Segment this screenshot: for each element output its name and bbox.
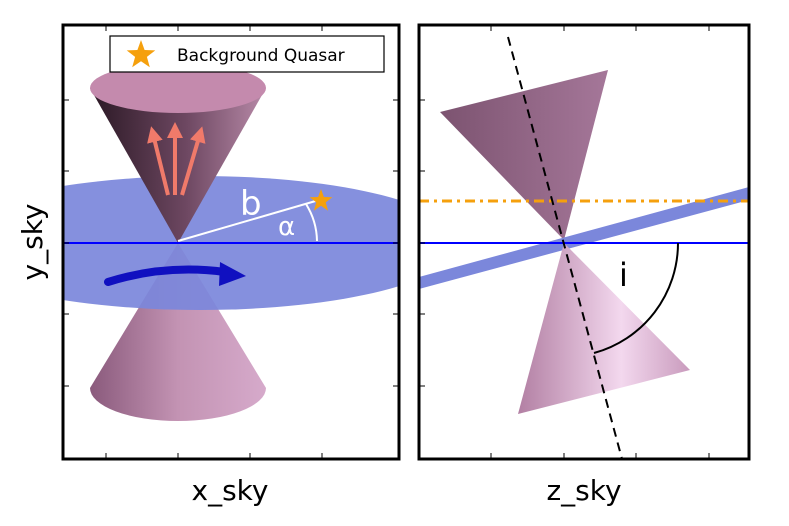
- outflow-arrows: [147, 122, 206, 196]
- legend: Background Quasar: [109, 35, 385, 73]
- upper-cone-side-view: [440, 70, 608, 240]
- legend-box: [109, 35, 385, 73]
- right-xlabel: z_sky: [546, 474, 621, 507]
- left-panel-ticks: [63, 25, 399, 459]
- lower-cone-side-view: [518, 243, 690, 414]
- symbol-i: i: [619, 256, 628, 294]
- impact-parameter-line: [177, 199, 320, 242]
- lower-cone: [90, 243, 266, 421]
- right-panel-ticks: [419, 25, 710, 459]
- rotation-arrow: [104, 265, 229, 286]
- legend-star-icon: [126, 40, 156, 68]
- left-ylabel: y_sky: [16, 204, 49, 281]
- cone-axis: [507, 36, 623, 459]
- left-panel-frame: [61, 23, 401, 461]
- left-xlabel: x_sky: [192, 474, 269, 507]
- symbol-b: b: [240, 184, 262, 224]
- right-panel-frame: [417, 23, 751, 461]
- upper-cone: [90, 88, 266, 243]
- legend-label: Background Quasar: [177, 46, 345, 66]
- rotation-arrow-head: [219, 262, 246, 286]
- inclination-arc: [593, 242, 679, 354]
- left-panel-content: b α: [63, 63, 399, 421]
- quasar-star-icon: [309, 189, 333, 211]
- right-panel-content: i: [419, 36, 749, 459]
- symbol-alpha: α: [278, 212, 295, 242]
- azimuth-arc: [305, 203, 318, 242]
- edge-on-disk: [419, 187, 749, 289]
- upper-cone-rim: [90, 63, 266, 113]
